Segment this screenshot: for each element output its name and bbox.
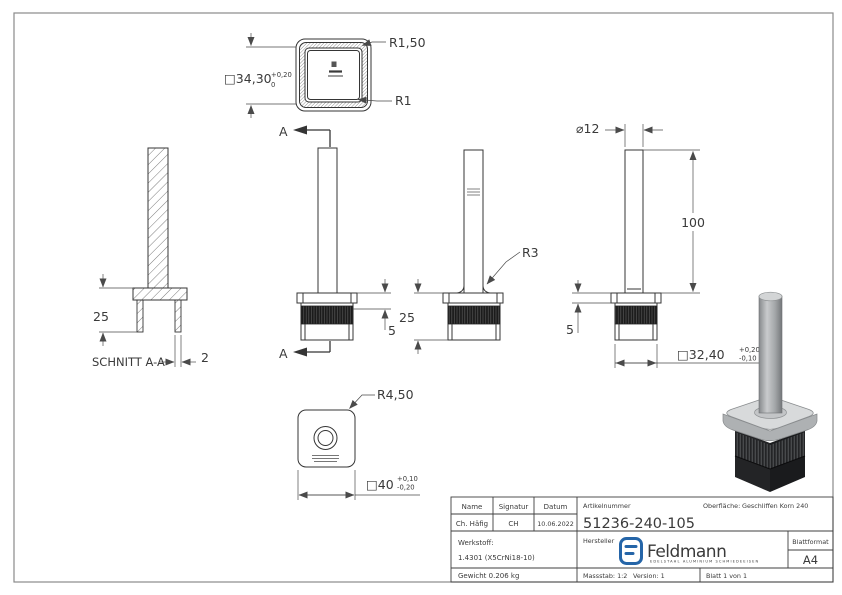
dim-depth-25-section: 25 [93,274,137,346]
value-datum: 10.06.2022 [537,520,574,528]
dim-wall-2: 2 [160,335,209,367]
iso-view [722,291,818,492]
cap-stamp-lines [312,455,339,462]
radius-outer-label: R1,50 [389,35,426,50]
dim-square-tol-dn: -0,10 [739,355,757,363]
gewicht: Gewicht 0.206 kg [458,572,519,580]
section-arrow-icon [293,125,307,135]
feldmann-tagline: EDELSTAHL ALUMINIUM SCHMIEDEEISEN [650,560,759,564]
dim-square-32-40: □32,40 +0,20 -0,10 [614,344,762,368]
leader-r1: R1 [357,93,412,108]
value-blattformat: A4 [803,553,818,567]
dim-square-label: □40 [366,477,394,492]
page-frame [13,12,834,583]
section-title: SCHNITT A-A [92,355,165,369]
header-artikelnummer: Artikelnummer [583,502,631,510]
section-arrow-icon [293,347,307,357]
header-signatur: Signatur [499,503,529,511]
value-signatur: CH [508,520,518,528]
oberflaeche-label: Oberfläche: [703,502,740,510]
section-mark-bottom: A [279,341,331,361]
section-letter-top: A [279,124,288,139]
dim-square-tol-up: +0,10 [397,475,418,483]
side-view: R3 25 [399,149,539,354]
oberflaeche-value: Geschliffen Korn 240 [742,502,808,510]
value-name: Ch. Häfig [456,520,488,528]
version: Version: 1 [633,572,665,580]
top-view: □34,30 +0,20 0 R1,50 R1 [224,33,426,118]
dim-square-40: □40 +0,10 -0,20 [297,470,420,500]
leader-r450: R4,50 [349,387,414,409]
dim-length-label: 100 [681,215,705,230]
tube-stamp [328,61,343,77]
dim-band-label: 5 [388,323,396,338]
dim-square-34-30: □34,30 +0,20 0 [224,33,296,118]
dim-diameter-12: ⌀12 [576,121,663,147]
dim-band-5-elevation: 5 [566,280,615,337]
dim-length-100: 100 [643,149,705,294]
blatt: Blatt 1 von 1 [706,572,747,580]
feldmann-logo: Feldmann EDELSTAHL ALUMINIUM SCHMIEDEEIS… [619,537,759,565]
feldmann-logo-icon [619,537,643,565]
dim-side-top-tol-dn: 0 [271,81,275,89]
front-view: A A 5 [279,124,396,361]
section-view-a-a: 25 2 SCHNITT A-A [92,147,209,369]
radius-inner-label: R1 [395,93,412,108]
dim-depth-25-side: 25 [399,279,448,354]
dim-depth-label: 25 [93,309,109,324]
dim-diameter-label: ⌀12 [576,121,599,136]
dim-depth-label: 25 [399,310,415,325]
dim-side-top: □34,30 [224,71,272,86]
dim-band-5-front: 5 [353,279,396,338]
dim-wall-label: 2 [201,350,209,365]
title-block: Name Signatur Datum Ch. Häfig CH 10.06.2… [450,496,834,583]
break-lines [467,188,480,196]
dim-band-label: 5 [566,322,574,337]
dim-square-tol-dn: -0,20 [397,484,415,492]
werkstoff-value: 1.4301 (X5CrNi18-10) [458,554,535,562]
value-artikelnummer: 51236-240-105 [583,516,695,532]
section-letter-bottom: A [279,346,288,361]
header-hersteller: Hersteller [583,537,615,545]
elevation-view: ⌀12 100 5 □32,40 +0,20 -0,10 [566,121,762,368]
header-datum: Datum [544,503,568,511]
dim-square-tol-up: +0,20 [739,346,760,354]
fillet-label: R4,50 [377,387,414,402]
fillet-label: R3 [522,245,539,260]
leader-r150: R1,50 [362,35,426,50]
werkstoff-label: Werkstoff: [458,539,494,547]
dim-side-top-tol-up: +0,20 [271,71,292,79]
dim-square-label: □32,40 [677,347,725,362]
header-blattformat: Blattformat [792,538,829,546]
feldmann-wordmark: Feldmann [647,542,726,562]
massstab: Massstab: 1:2 [583,572,627,580]
leader-r3: R3 [486,245,539,285]
section-mark-top: A [279,124,331,147]
bottom-view: R4,50 □40 +0,10 -0,20 [297,387,420,500]
header-name: Name [462,503,483,511]
